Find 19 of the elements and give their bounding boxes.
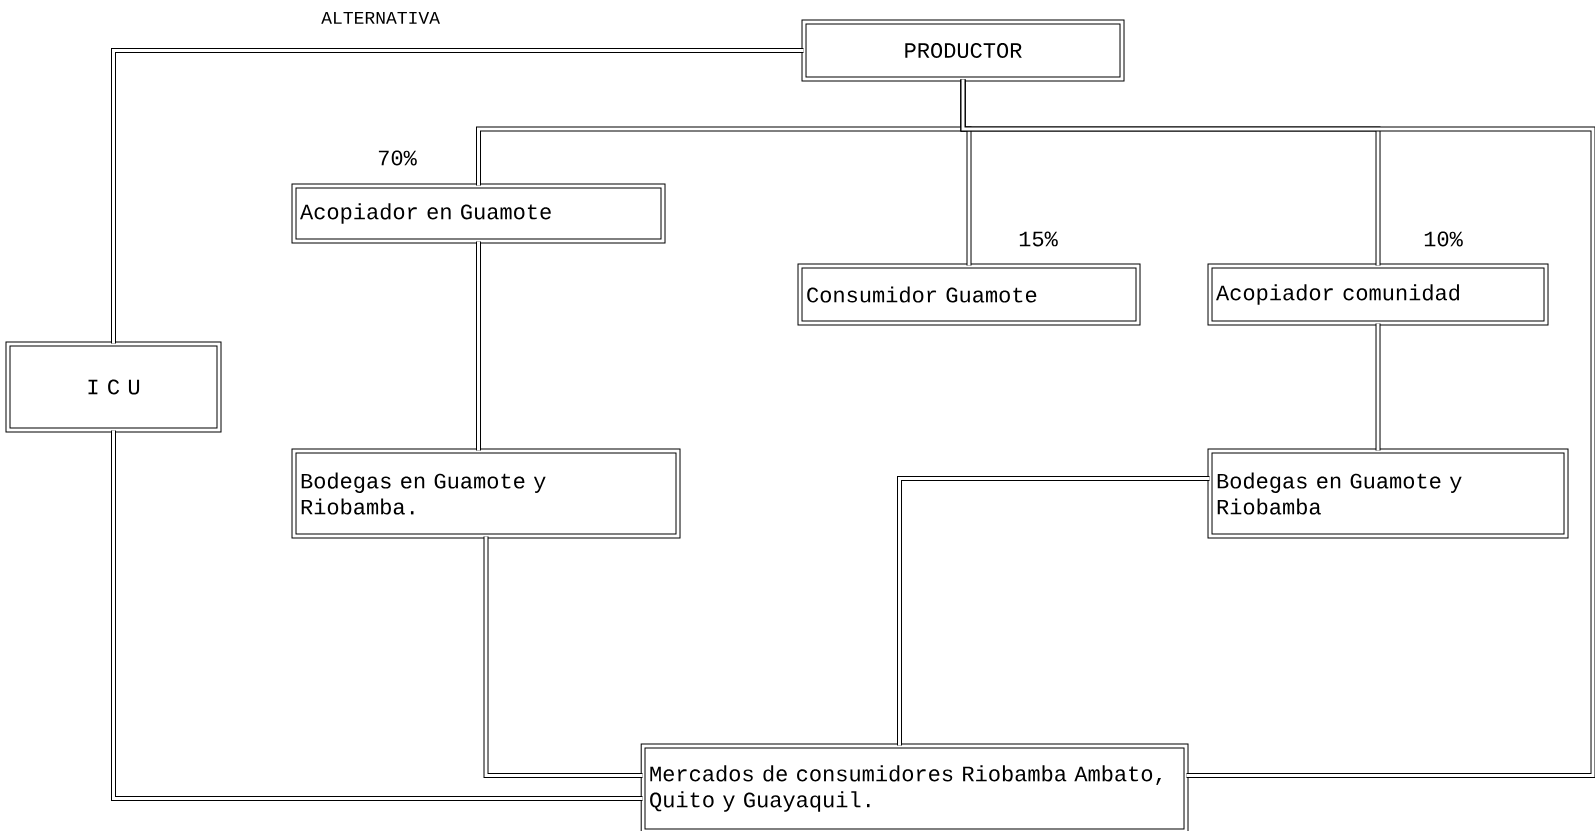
process-box: Acopiador comunidad: [1207, 263, 1549, 326]
connector-line: [897, 476, 1210, 746]
percent-label: 10%: [1424, 231, 1463, 247]
connector-line: [111, 430, 643, 801]
process-box: Bodegas en Guamote y Riobamba.: [291, 448, 681, 539]
connector-line: [483, 536, 643, 778]
process-box: Bodegas en Guamote y Riobamba: [1207, 448, 1569, 539]
process-box: Acopiador en Guamote: [291, 183, 666, 244]
process-box: Mercados de consumidores Riobamba Ambato, Quito y Guayaquil.: [640, 743, 1189, 831]
percent-label: 70%: [378, 150, 417, 166]
process-box: PRODUCTOR: [801, 19, 1125, 82]
icu-box: I C U: [5, 341, 222, 433]
connector-line: [111, 48, 804, 344]
connector-line: [476, 241, 481, 451]
connector-line: [1375, 323, 1381, 451]
process-box: Consumidor Guamote: [797, 263, 1141, 326]
connector-line: [960, 79, 1595, 778]
edge-label: ALTERNATIVA: [321, 11, 440, 24]
percent-label: 15%: [1019, 231, 1058, 247]
